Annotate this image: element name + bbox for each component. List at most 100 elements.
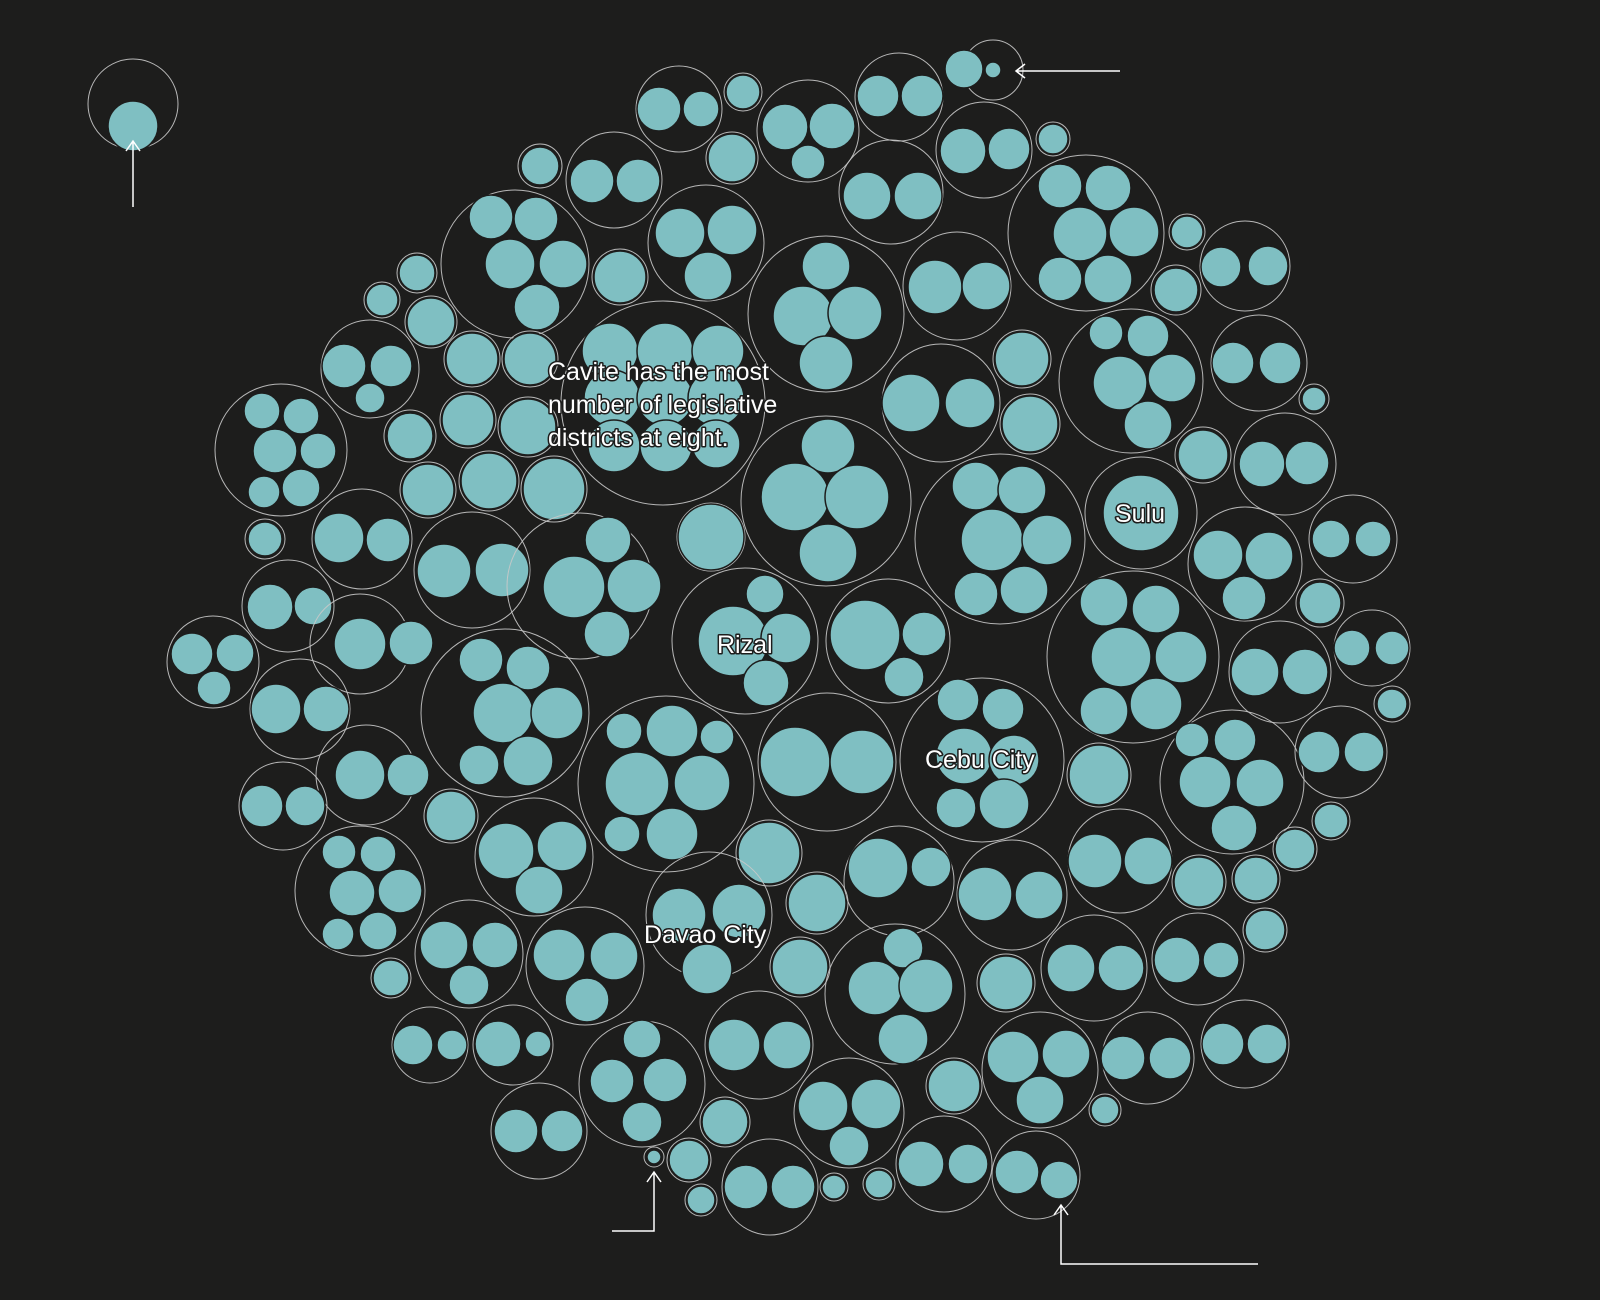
- province-bubble: [785, 871, 849, 935]
- province-bubble: [981, 1011, 1099, 1129]
- province-outline: [704, 990, 814, 1100]
- district-circle: [1281, 648, 1329, 696]
- district-circle: [842, 171, 892, 221]
- province-bubble: [439, 391, 497, 449]
- province-bubble: [1311, 801, 1351, 841]
- province-bubble: [87, 58, 179, 152]
- province-outline: [992, 329, 1052, 389]
- province-outline: [363, 281, 401, 319]
- province-outline: [497, 396, 559, 458]
- district-circle: [999, 565, 1049, 615]
- province-bubble: [501, 330, 559, 388]
- province-outline: [1046, 570, 1220, 744]
- province-outline: [1308, 494, 1398, 584]
- district-circle: [1311, 519, 1351, 559]
- district-circle: [1037, 256, 1083, 302]
- district-circle: [502, 735, 554, 787]
- highlighted-district-circle: [646, 1149, 662, 1165]
- province-bubble: [311, 488, 413, 590]
- district-circle: [961, 261, 1011, 311]
- district-circle: [484, 238, 536, 290]
- district-circle: [986, 1030, 1040, 1084]
- province-bubble: [747, 235, 905, 393]
- district-circle: [1126, 314, 1170, 358]
- district-circle: [1153, 936, 1201, 984]
- district-circle: [584, 516, 632, 564]
- district-circle: [711, 883, 767, 939]
- district-circle: [540, 1109, 584, 1153]
- province-bubble: [413, 511, 531, 629]
- district-circle: [994, 331, 1050, 387]
- district-circle: [1041, 1029, 1091, 1079]
- district-circle: [1037, 123, 1069, 155]
- province-outline: [819, 1172, 849, 1202]
- district-circle: [1274, 828, 1316, 870]
- province-outline: [1040, 914, 1148, 1022]
- province-bubble: [992, 329, 1052, 389]
- district-circle: [668, 1139, 710, 1181]
- province-bubble: [1272, 826, 1318, 872]
- district-circle: [333, 617, 387, 671]
- province-outline: [676, 502, 746, 572]
- district-circle: [321, 343, 367, 389]
- district-circle: [589, 931, 639, 981]
- province-bubble: [756, 79, 860, 183]
- province-outline: [443, 330, 501, 388]
- province-outline: [383, 409, 437, 463]
- district-circle: [436, 1029, 468, 1061]
- bottom-left-arrow: [612, 1170, 662, 1232]
- district-circle: [1298, 581, 1342, 625]
- district-circle: [282, 397, 320, 435]
- province-bubble: [370, 957, 412, 999]
- district-circle: [365, 517, 411, 563]
- province-bubble: [843, 825, 955, 937]
- province-outline: [666, 1137, 712, 1183]
- district-circle: [981, 687, 1025, 731]
- district-circle: [247, 521, 283, 557]
- province-bubble: [1200, 999, 1290, 1089]
- district-circle: [1213, 718, 1257, 762]
- district-circle: [691, 419, 741, 469]
- district-circle: [898, 958, 954, 1014]
- province-bubble: [1100, 1011, 1195, 1105]
- district-circle: [532, 928, 586, 982]
- province-outline: [1233, 412, 1337, 516]
- province-outline: [1210, 314, 1308, 412]
- district-circle: [953, 571, 999, 617]
- district-circle: [1297, 730, 1341, 774]
- district-circle: [538, 239, 588, 289]
- district-circle: [503, 332, 557, 386]
- province-bubble: [474, 797, 594, 917]
- district-circle: [1037, 163, 1083, 209]
- district-circle: [1154, 630, 1208, 684]
- province-outline: [1035, 121, 1071, 157]
- province-outline: [1294, 705, 1388, 799]
- province-bubble: [517, 143, 563, 189]
- district-circle: [1090, 626, 1152, 688]
- province-outline: [1007, 154, 1165, 312]
- district-circle: [1173, 856, 1225, 908]
- province-bubble: [824, 923, 966, 1065]
- district-circle: [947, 1143, 989, 1185]
- province-bubble: [238, 761, 328, 851]
- district-circle: [1015, 1075, 1065, 1125]
- district-circle: [759, 726, 831, 798]
- district-circle: [1102, 474, 1180, 552]
- province-bubble: [1168, 213, 1206, 251]
- district-circle: [654, 207, 706, 259]
- province-bubble: [1150, 264, 1202, 316]
- province-bubble: [838, 139, 944, 245]
- province-outline: [1295, 578, 1345, 628]
- province-outline: [825, 578, 951, 704]
- province-outline: [472, 1004, 554, 1086]
- district-circle: [787, 873, 847, 933]
- district-circle: [542, 555, 606, 619]
- district-circle: [1230, 647, 1280, 697]
- district-circle: [1092, 355, 1148, 411]
- district-circle: [978, 955, 1034, 1011]
- district-circle: [850, 1078, 902, 1130]
- province-bubble: [671, 567, 819, 715]
- district-circle: [445, 332, 499, 386]
- province-bubble: [999, 393, 1061, 455]
- district-circle: [1088, 315, 1124, 351]
